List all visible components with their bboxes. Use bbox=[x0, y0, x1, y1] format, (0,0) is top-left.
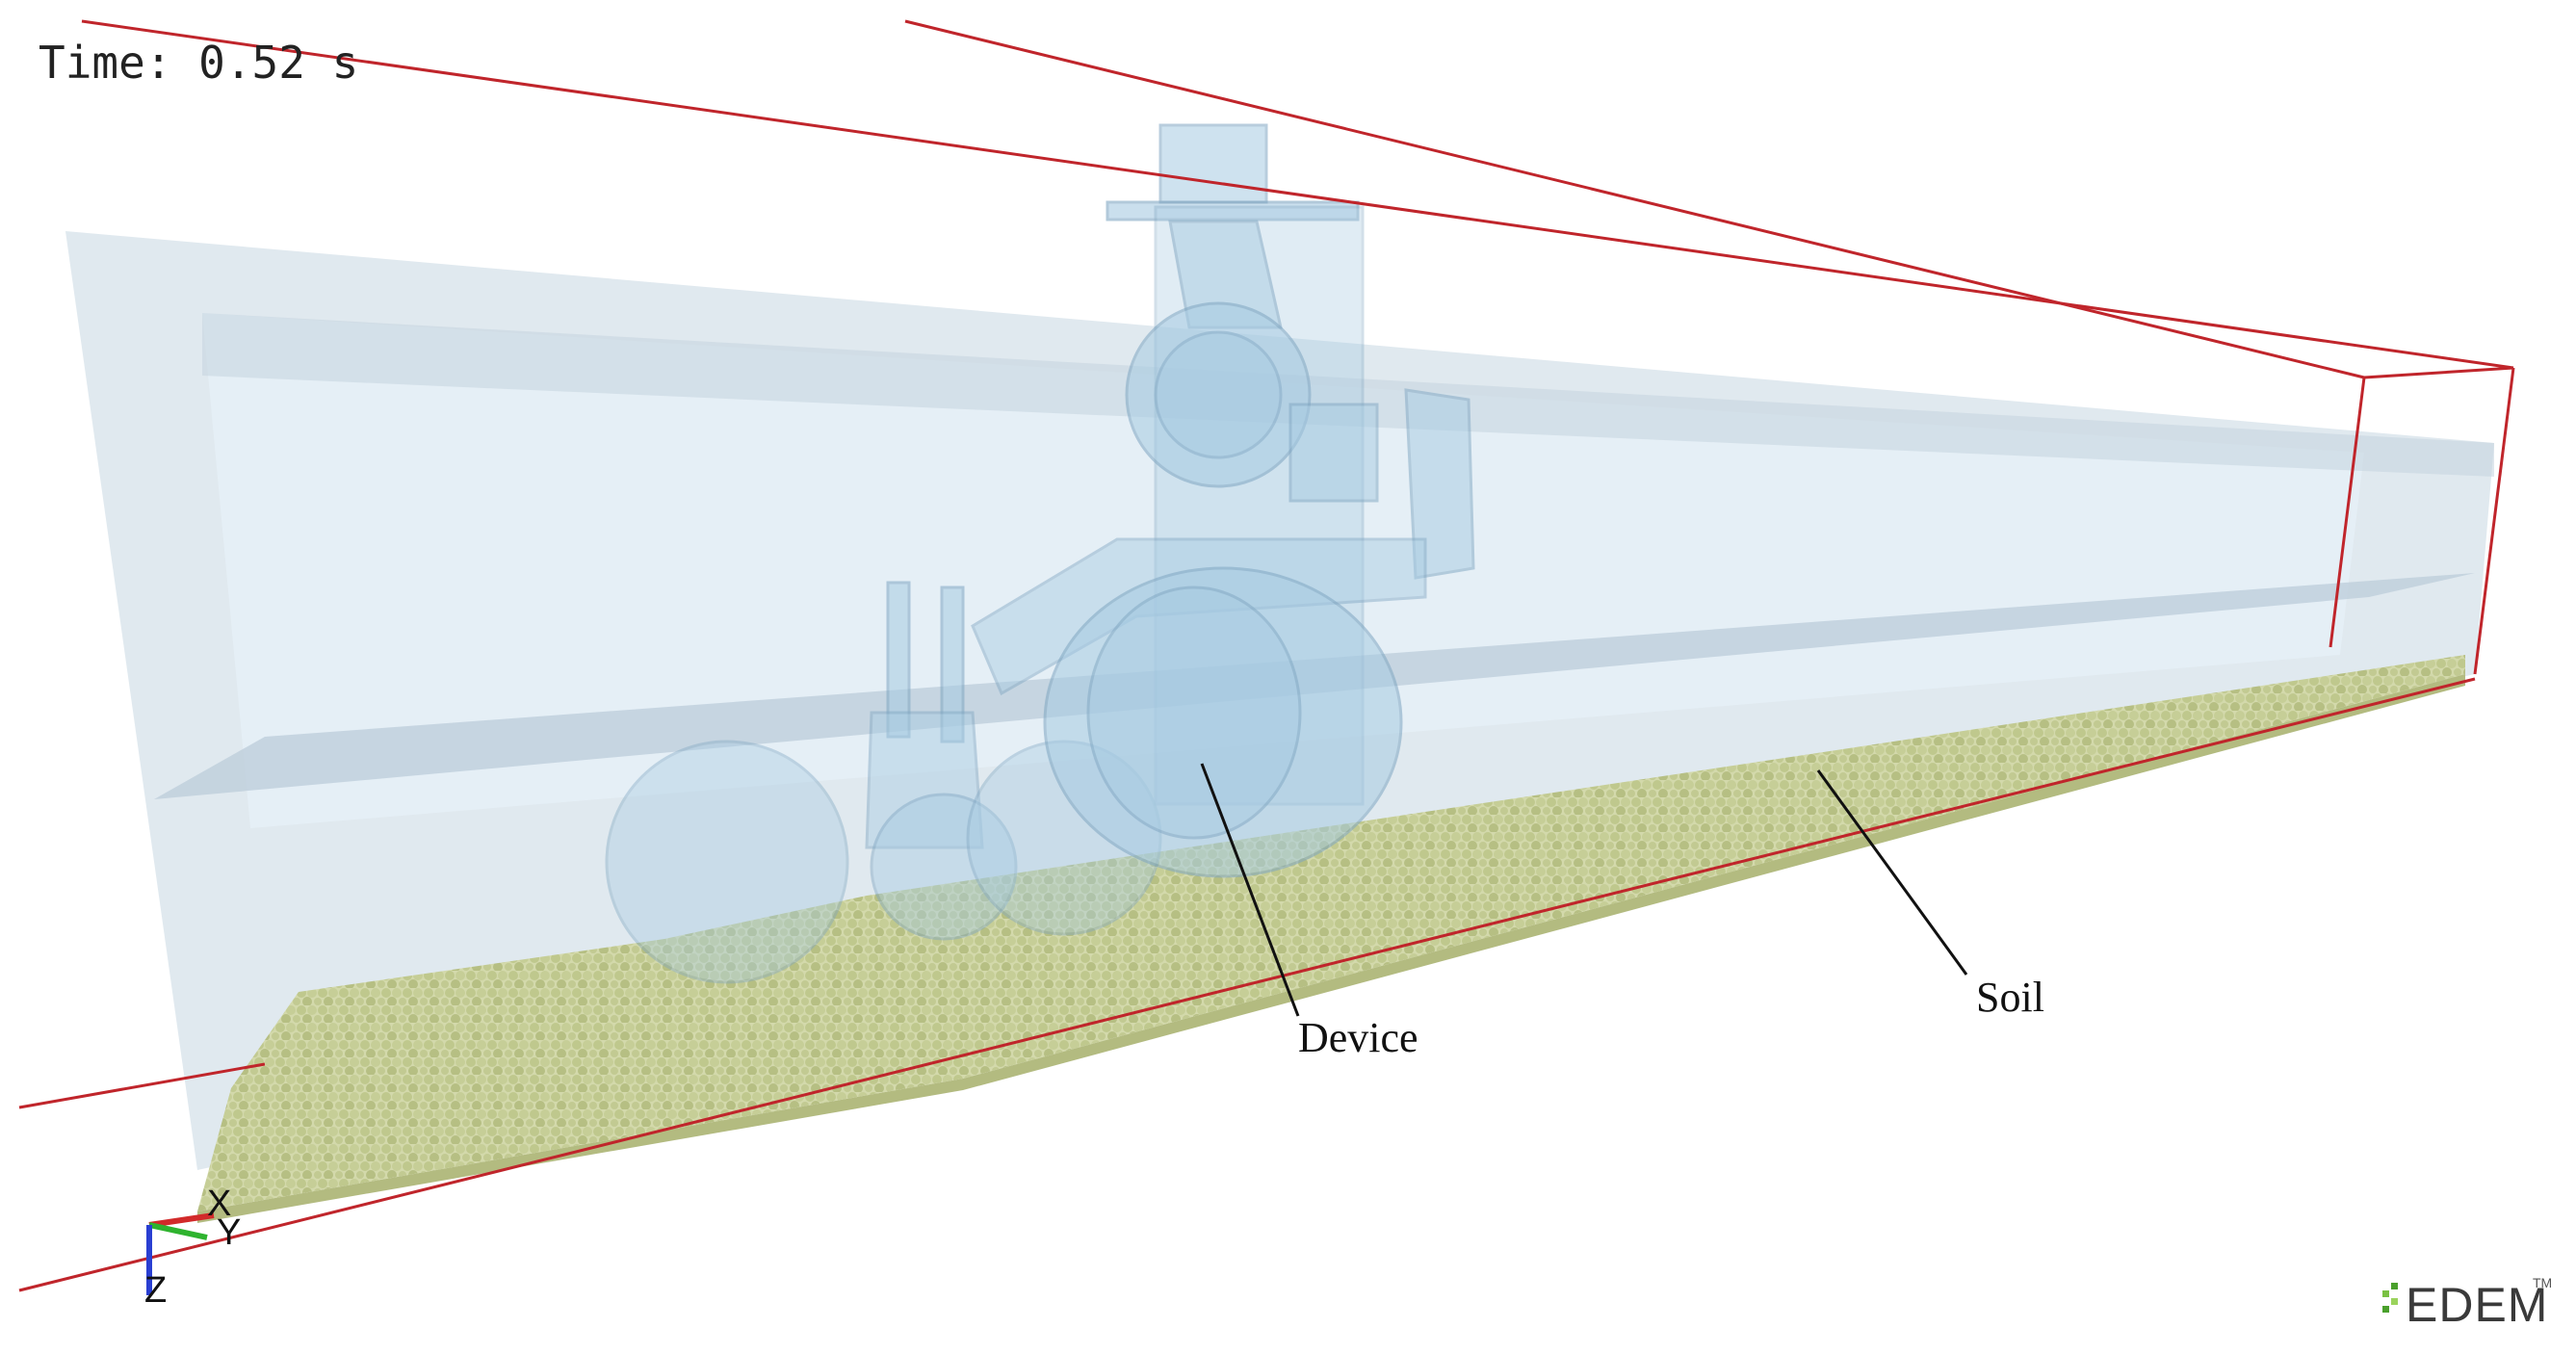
main-frame bbox=[971, 537, 1427, 696]
tube-housing bbox=[865, 711, 984, 849]
upper-band bbox=[202, 313, 2494, 477]
bbox-top-near bbox=[904, 19, 2365, 379]
edem-logo-text: EDEM bbox=[2406, 1278, 2549, 1332]
middle-wheel bbox=[870, 793, 1018, 941]
metering-disc bbox=[1125, 301, 1312, 488]
front-wheel bbox=[605, 740, 849, 984]
soil-bed bbox=[197, 655, 2465, 1223]
x-axis-arrow bbox=[148, 1212, 215, 1228]
bbox-bottom-front bbox=[18, 677, 2476, 1292]
axis-triad: X Y Z bbox=[144, 1184, 241, 1311]
soil-label: Soil bbox=[1976, 974, 2044, 1021]
device bbox=[605, 123, 1475, 984]
hopper bbox=[1158, 123, 1268, 204]
y-axis-arrow bbox=[148, 1222, 208, 1240]
bounding-box bbox=[18, 19, 2515, 1292]
edem-logo-icon bbox=[2382, 1283, 2398, 1313]
soil-leader-line bbox=[1816, 769, 1968, 976]
soil-surface bbox=[197, 655, 2465, 1211]
edem-logo: EDEM TM bbox=[2379, 1271, 2562, 1339]
bracket-arm bbox=[1404, 388, 1475, 580]
mount-bracket bbox=[1288, 403, 1379, 503]
hopper-plate bbox=[1106, 200, 1360, 221]
time-readout: Time: 0.52 s bbox=[39, 37, 359, 89]
bbox-bottom-left bbox=[18, 1062, 266, 1109]
y-axis-label: Y bbox=[217, 1212, 241, 1253]
device-leader-line bbox=[1200, 763, 1300, 1017]
edem-logo-tm: TM bbox=[2533, 1275, 2553, 1290]
bbox-top-far bbox=[81, 19, 2514, 370]
seed-tube-b bbox=[940, 586, 965, 743]
bbox-right-top bbox=[2363, 366, 2514, 379]
bbox-right-vertical-far bbox=[2473, 367, 2515, 675]
z-axis-label: Z bbox=[144, 1270, 167, 1311]
metering-disc-inner bbox=[1154, 330, 1283, 459]
seed-tube-a bbox=[886, 581, 911, 739]
bbox-right-vertical-near bbox=[2329, 377, 2366, 648]
gauge-wheel-hub bbox=[1086, 586, 1302, 840]
x-axis-label: X bbox=[207, 1184, 231, 1224]
device-label: Device bbox=[1298, 1014, 1418, 1061]
